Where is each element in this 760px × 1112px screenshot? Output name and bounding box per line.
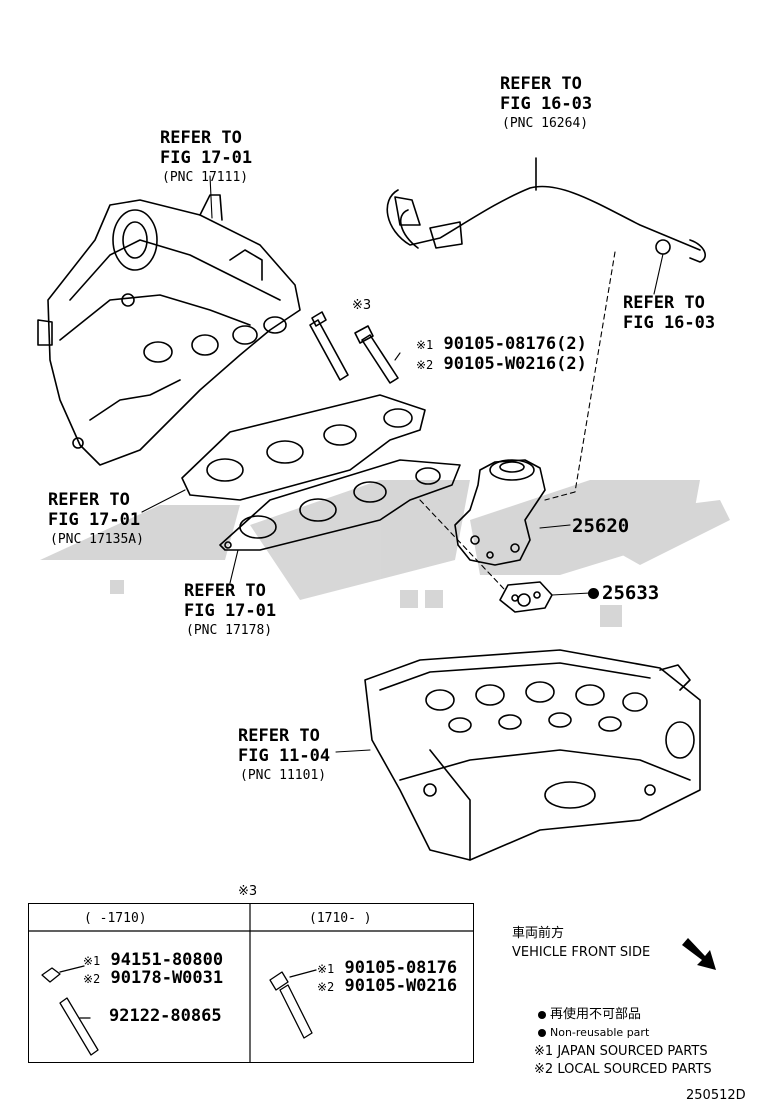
callout-fig-16-03-right-line2: FIG 16-03 [623, 313, 716, 333]
bolt-part-1-mark: ※1 [416, 338, 434, 352]
table-col2-mark1: ※1 [317, 962, 335, 976]
bolt-part-2-number: 90105-W0216(2) [443, 354, 587, 374]
bolt-part-number-1: ※1 90105-08176(2) [416, 334, 587, 355]
callout-fig-16-03-right-line1: REFER TO [623, 293, 705, 313]
stud-bolt-drawing [309, 311, 349, 381]
legend-nonreusable-en: Non-reusable part [538, 1025, 649, 1041]
legend-local-sourced: ※2 LOCAL SOURCED PARTS [534, 1062, 712, 1078]
table-col1-part2: ※2 90178-W0031 [83, 968, 223, 989]
table-col2-part2: ※2 90105-W0216 [317, 976, 457, 997]
cylinder-head-drawing [364, 649, 701, 861]
table-col2-mark2: ※2 [317, 980, 335, 994]
callout-fig-17-01-low-pnc: (PNC 17178) [186, 623, 273, 638]
leader-lines [141, 175, 664, 753]
callout-fig-17-01-low-line2: FIG 17-01 [184, 601, 277, 621]
table-col1-mark2: ※2 [83, 972, 101, 986]
callout-fig-11-04-line2: FIG 11-04 [238, 746, 331, 766]
callout-fig-17-01-mid-line1: REFER TO [48, 490, 130, 510]
bolt-ref-mark: ※3 [352, 298, 372, 313]
watermark-logo [40, 480, 730, 627]
bolt-part-2-mark: ※2 [416, 358, 434, 372]
front-direction-arrow [682, 938, 716, 970]
callout-fig-17-01-mid-line2: FIG 17-01 [48, 510, 141, 530]
legend-nonreusable-jp-text: 再使用不可部品 [550, 1007, 642, 1022]
legend-nonreusable-jp: 再使用不可部品 [538, 1007, 641, 1023]
callout-fig-17-01-top-line1: REFER TO [160, 128, 242, 148]
legend-local-text: LOCAL SOURCED PARTS [557, 1062, 712, 1077]
table-ref-mark: ※3 [238, 884, 258, 899]
legend-front-jp: 車両前方 [512, 926, 565, 941]
bolt-part-1-number: 90105-08176(2) [443, 334, 587, 354]
legend-japan-sourced: ※1 JAPAN SOURCED PARTS [534, 1044, 708, 1060]
manifold-gasket-drawing [181, 394, 461, 551]
nonreusable-dot-icon-2 [538, 1029, 546, 1037]
line-art [37, 157, 716, 1056]
table-col1-header: ( -1710) [84, 911, 147, 926]
egr-gasket-drawing [499, 581, 553, 613]
part-number-25633: 25633 [588, 583, 659, 603]
callout-fig-17-01-top-pnc: (PNC 17111) [162, 170, 249, 185]
callout-fig-17-01-top-line2: FIG 17-01 [160, 148, 253, 168]
flange-bolt-drawing [354, 325, 399, 384]
table-col2-header: (1710- ) [309, 911, 372, 926]
dashed-guides [419, 251, 616, 591]
callout-fig-16-03-top-line1: REFER TO [500, 74, 582, 94]
legend-japan-text: JAPAN SOURCED PARTS [557, 1044, 708, 1059]
table-col1-part2-number: 90178-W0031 [110, 968, 224, 988]
figure-code: 250512D [686, 1088, 746, 1103]
nonreusable-dot-icon [538, 1010, 546, 1019]
table-col2-part1: ※1 90105-08176 [317, 958, 457, 979]
table-col2-part2-number: 90105-W0216 [344, 976, 458, 996]
callout-fig-16-03-top-line2: FIG 16-03 [500, 94, 593, 114]
callout-fig-17-01-low-line1: REFER TO [184, 581, 266, 601]
bolt-part-number-2: ※2 90105-W0216(2) [416, 354, 587, 375]
table-col1-part1: ※1 94151-80800 [83, 950, 223, 971]
part-number-25633-text: 25633 [602, 582, 660, 604]
callout-fig-11-04-pnc: (PNC 11101) [240, 768, 327, 783]
legend-front-en: VEHICLE FRONT SIDE [512, 945, 651, 960]
egr-valve-drawing [454, 459, 546, 566]
non-reusable-dot-icon [588, 588, 599, 599]
legend-nonreusable-en-text: Non-reusable part [550, 1026, 650, 1039]
table-col2-part1-number: 90105-08176 [344, 958, 458, 978]
callout-fig-16-03-top-pnc: (PNC 16264) [502, 116, 589, 131]
callout-fig-17-01-mid-pnc: (PNC 17135A) [50, 532, 144, 547]
table-col1-mark1: ※1 [83, 954, 101, 968]
table-bolt-drawings [41, 965, 317, 1056]
table-col1-part3: 92122-80865 [109, 1006, 222, 1026]
part-number-25620: 25620 [572, 515, 630, 537]
intake-manifold-drawing [37, 194, 301, 466]
callout-fig-11-04-line1: REFER TO [238, 726, 320, 746]
bolt-variant-table: ( -1710) (1710- ) ※1 94151-80800 ※2 9017… [27, 902, 474, 1063]
legend-local-mark: ※2 [534, 1062, 554, 1077]
table-col1-part1-number: 94151-80800 [110, 950, 224, 970]
table-grid [27, 902, 474, 1063]
egr-hose-drawing [386, 157, 706, 263]
legend-japan-mark: ※1 [534, 1044, 554, 1059]
